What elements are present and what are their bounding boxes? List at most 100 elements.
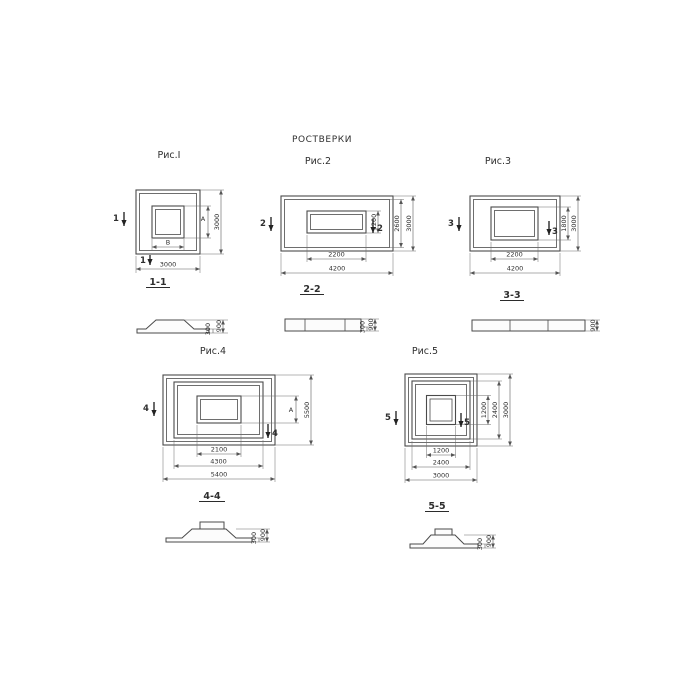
column-outline-inner [429, 398, 453, 422]
dim-label: 900 [589, 319, 597, 331]
dim-inner-height: 1800 [538, 206, 571, 241]
dim-outer-width: 4200 [280, 253, 394, 276]
section-view: 2-2 300 900 [284, 284, 379, 333]
column-outline [196, 395, 242, 424]
column-outline-inner [310, 214, 363, 230]
dim-label: 1200 [370, 214, 378, 231]
column-outline [151, 205, 185, 239]
dim-inner-height: А [184, 205, 211, 239]
plan-view [469, 195, 561, 252]
dim-inner-width: 1200 [426, 426, 456, 458]
dim-label: 2400 [433, 459, 450, 467]
dim-label: 900 [215, 320, 223, 332]
plan-outline [162, 374, 276, 446]
drawing-title: РОСТВЕРКИ [292, 135, 352, 145]
section-profile [136, 319, 210, 334]
column-outline [425, 394, 457, 426]
plan-outline [135, 189, 201, 255]
cut-mark-label: 3 [448, 219, 454, 229]
dim-mid-width: 4300 [173, 440, 264, 469]
section-view: 5-5 300 900 [409, 501, 496, 550]
dim-label: 300 [250, 532, 258, 544]
section-view: 1-1 300 900 [136, 277, 228, 335]
dim-label: В [166, 239, 170, 247]
dim-label: 300 [359, 321, 367, 333]
dim-mid-height: 2600 [389, 199, 404, 248]
dim-label: 2100 [211, 446, 228, 454]
dim-outer-height: 3000 [200, 189, 224, 255]
figure-caption: Рис.I [158, 150, 181, 161]
figure-3: Рис.3 2200 4200 1800 3000 [448, 156, 600, 332]
dim-label: 1200 [433, 447, 450, 455]
figure-caption: Рис.5 [412, 346, 438, 357]
figure-1: Рис.I В 3000 А 3000 1 [113, 150, 228, 335]
dim-label: А [289, 406, 294, 414]
dim-label: 2600 [393, 215, 401, 232]
column-outline-inner [494, 210, 535, 237]
section-stub [434, 528, 453, 536]
step-outline-inner [415, 384, 467, 436]
plan-view [135, 189, 201, 255]
dim-label: А [201, 215, 206, 223]
section-cut-marks: 3 3 [448, 217, 558, 237]
dim-label: 5400 [211, 471, 228, 479]
figure-caption: Рис.4 [200, 346, 226, 357]
figure-caption: Рис.2 [305, 156, 331, 167]
dim-label: 3000 [405, 215, 413, 232]
dim-inner-width: 2100 [196, 425, 242, 457]
section-stub [199, 521, 225, 530]
dim-label: 3000 [160, 261, 177, 269]
cut-mark-label: 1 [140, 256, 146, 266]
dim-outer-height: 3000 [393, 195, 416, 252]
plan-outline-inner [166, 378, 272, 442]
dim-inner-width: 2200 [306, 235, 367, 262]
dim-label: 300 [476, 538, 484, 550]
dim-outer-height: 5500 [275, 374, 314, 446]
plan-outline [404, 373, 478, 447]
section-profile [409, 534, 479, 549]
section-profile [165, 528, 253, 543]
plan-outline-inner [473, 199, 557, 248]
section-title: 3-3 [503, 290, 520, 301]
cut-mark-label: 1 [113, 214, 119, 224]
dim-label: 2200 [506, 251, 523, 259]
cut-mark-label: 3 [552, 227, 558, 237]
dim-label: 1200 [480, 402, 488, 419]
step-outline-inner [177, 385, 260, 435]
dim-inner-height: А [241, 395, 299, 424]
figure-caption: Рис.3 [485, 156, 511, 167]
step-outline [173, 381, 264, 439]
dim-label: 3000 [213, 214, 221, 231]
dim-outer-width: 4200 [469, 253, 561, 276]
dim-inner-width: 2200 [490, 242, 539, 262]
dim-mid-width: 2400 [411, 441, 471, 470]
dim-label: 1800 [560, 215, 568, 232]
dim-label: 2200 [328, 251, 345, 259]
section-title: 1-1 [149, 277, 166, 288]
dim-label: 900 [367, 318, 375, 330]
step-outline [411, 380, 471, 440]
figure-4: Рис.4 2100 4300 5400 А [143, 346, 314, 544]
dim-outer-width: 3000 [404, 448, 478, 483]
plan-outline-inner [408, 377, 474, 443]
cut-mark-label: 2 [260, 219, 266, 229]
figure-2: Рис.2 2200 4200 1200 2600 [260, 156, 416, 333]
column-outline-inner [155, 209, 181, 235]
cut-mark-label: 4 [272, 429, 278, 439]
dim-outer-height: 3000 [560, 195, 581, 252]
dim-label: 5500 [303, 402, 311, 419]
cut-mark-label: 2 [377, 224, 383, 234]
plan-view [162, 374, 276, 446]
plan-outline [280, 195, 394, 252]
dim-label: 900 [259, 529, 267, 541]
dim-outer-width: 5400 [162, 447, 276, 482]
dim-label: 4300 [210, 458, 227, 466]
dim-outer-width: 3000 [135, 256, 201, 273]
section-title: 5-5 [428, 501, 445, 512]
section-view: 4-4 300 900 [165, 491, 270, 544]
cut-mark-label: 5 [464, 418, 470, 428]
section-title: 4-4 [203, 491, 221, 502]
cut-mark-label: 4 [143, 404, 149, 414]
plan-outline-inner [284, 199, 390, 248]
